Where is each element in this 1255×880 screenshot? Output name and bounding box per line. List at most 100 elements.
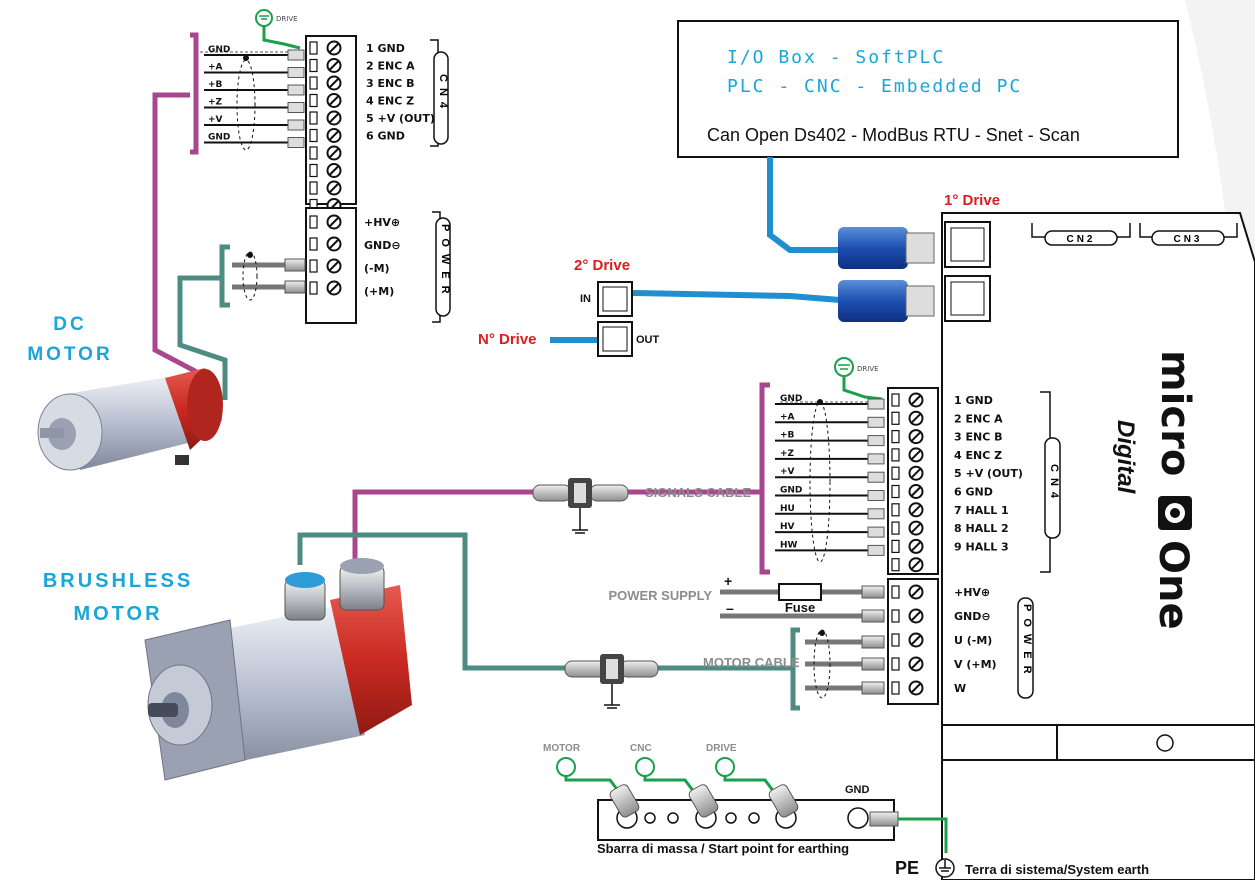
plc-box-line2: PLC - CNC - Embedded PC — [727, 76, 1022, 97]
system-earth-label: Terra di sistema/System earth — [965, 862, 1149, 877]
pin-label: +HV⊕ — [364, 216, 400, 229]
wire-label: +A — [208, 63, 223, 73]
drive2-ports: 2° Drive IN OUT N° Drive — [478, 257, 660, 357]
right-cn4-tag: CN4 — [1040, 391, 1061, 573]
dc-motor-label-2: MOTOR — [27, 344, 112, 365]
wire-ferrule — [287, 119, 305, 131]
pin-label: W — [954, 682, 966, 695]
pin-label: 8 HALL 2 — [954, 522, 1009, 535]
pin-label: +HV⊕ — [954, 586, 990, 599]
right-cn4-screws — [891, 392, 924, 573]
terminal-slot — [309, 237, 318, 251]
terminal-slot — [309, 111, 318, 125]
terminal-slot — [891, 539, 900, 554]
pin-label: (-M) — [364, 262, 390, 275]
brushless-label-2: MOTOR — [73, 603, 162, 625]
drive2-label: 2° Drive — [574, 257, 630, 274]
pin-label: 9 HALL 3 — [954, 540, 1009, 553]
minus-sign: – — [726, 600, 734, 616]
wire-label: +Z — [780, 449, 795, 459]
top-power-tag: POWER — [432, 211, 451, 323]
plc-box: I/O Box - SoftPLC PLC - CNC - Embedded P… — [677, 20, 1179, 158]
terminal-slot — [309, 259, 318, 273]
terminal-slot — [891, 681, 900, 695]
wire-label: GND — [208, 45, 230, 55]
wire-ferrule — [287, 67, 305, 78]
pin-label: (+M) — [364, 285, 394, 298]
terminal-slot — [309, 281, 318, 295]
top-drive-tag: DRIVE — [276, 15, 298, 23]
pin-label: 6 GND — [954, 486, 993, 499]
wire-label: GND — [208, 133, 230, 143]
wire-ferrule — [287, 84, 305, 96]
brand-micro: micro — [1152, 350, 1198, 476]
pin-label: 1 GND — [954, 394, 993, 407]
fuse-symbol — [778, 583, 822, 601]
wire-label: GND — [780, 394, 802, 404]
brushless-label-1: BRUSHLESS — [43, 570, 193, 592]
power-supply-line: POWER SUPPLY — [608, 588, 712, 603]
brushless-cables — [297, 489, 795, 671]
pin-label: GND⊖ — [364, 239, 401, 252]
rj45-plug-1 — [838, 227, 935, 269]
terminal-slot — [309, 163, 318, 178]
pin-label: 5 +V (OUT) — [366, 112, 435, 125]
right-power-pins: +HV⊕GND⊖U (-M)V (+M)W — [954, 586, 997, 695]
right-cn4-cable — [759, 382, 880, 575]
earth-gnd-tag: GND — [845, 784, 870, 796]
right-power-cable — [790, 585, 885, 711]
wire-label: HV — [780, 522, 795, 532]
right-cn4-tag-text: CN4 — [1048, 464, 1060, 504]
right-earth-symbol: DRIVE — [834, 357, 883, 401]
terminal-slot — [891, 633, 900, 647]
rj45-plug-2 — [838, 280, 935, 322]
pin-label: 3 ENC B — [954, 431, 1003, 444]
wire-ferrule — [287, 137, 305, 148]
terminal-slot — [891, 484, 900, 499]
bus-cables — [550, 157, 841, 343]
wire-ferrule — [287, 102, 305, 113]
top-cn4-tag: CN4 — [430, 39, 449, 147]
dc-motor-image — [37, 368, 223, 471]
terminal-slot — [309, 181, 318, 195]
wire-ferrule — [867, 490, 885, 501]
signals-cable-label: SIGNALS CABLE — [645, 485, 752, 500]
top-cn4-cable — [190, 32, 300, 155]
pin-label: 2 ENC A — [954, 412, 1003, 425]
terminal-slot — [309, 215, 318, 229]
terminal-slot — [891, 503, 900, 517]
right-power-screws — [891, 584, 924, 696]
driveN-label: N° Drive — [478, 331, 537, 348]
pin-label: GND⊖ — [954, 610, 991, 623]
earth-bar-caption: Sbarra di massa / Start point for earthi… — [597, 841, 849, 856]
top-power-tag-text: POWER — [439, 224, 451, 301]
terminal-slot — [309, 93, 318, 108]
brand-digital: Digital — [1112, 420, 1139, 495]
port-in-label: IN — [580, 293, 591, 305]
dc-motor-label-1: DC — [53, 314, 86, 335]
earth-bar: MOTOR CNC DRIVE GND Sbarra di massa / St… — [543, 743, 1149, 878]
terminal-slot — [891, 448, 900, 462]
pin-label: 5 +V (OUT) — [954, 467, 1023, 480]
pin-label: 1 GND — [366, 42, 405, 55]
top-cn4-tag-text: CN4 — [437, 74, 449, 114]
terminal-slot — [891, 657, 900, 671]
terminal-slot — [309, 41, 318, 55]
terminal-slot — [891, 466, 900, 480]
terminal-slot — [891, 585, 900, 599]
right-drive-tag: DRIVE — [857, 365, 879, 373]
wire-ferrule — [867, 435, 885, 447]
fuse-label: Fuse — [785, 600, 815, 615]
wire-label: +B — [780, 431, 795, 441]
terminal-slot — [309, 128, 318, 143]
top-cn4-screws — [309, 40, 342, 213]
wire-ferrule — [867, 398, 885, 410]
wire-ferrule — [867, 544, 885, 556]
plc-box-line1: I/O Box - SoftPLC — [727, 47, 945, 68]
brushless-motor-image — [144, 558, 412, 781]
drive1-label: 1° Drive — [944, 192, 1000, 209]
